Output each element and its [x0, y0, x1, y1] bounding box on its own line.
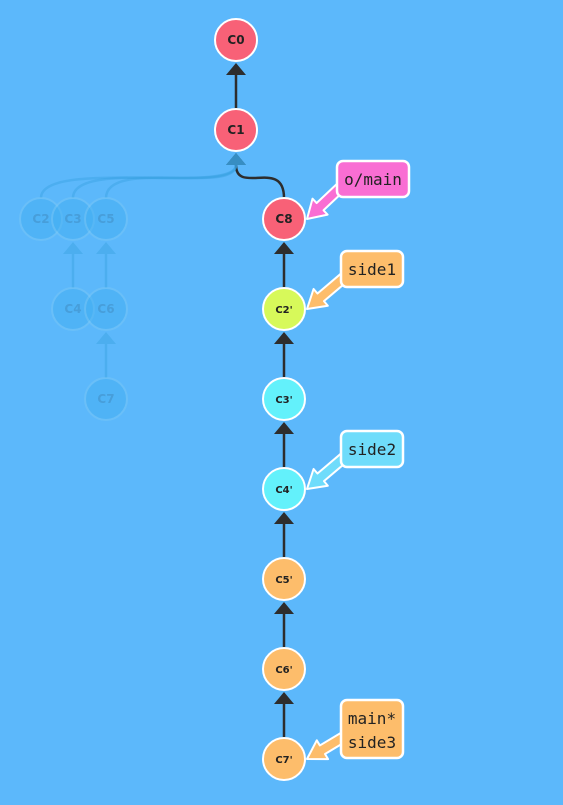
edge-C2-to-C1	[39, 153, 246, 199]
branch-tag-o-main[interactable]: o/main	[306, 159, 411, 220]
commit-circle	[262, 287, 306, 331]
arrowhead-icon	[226, 153, 246, 165]
commit-C2[interactable]: C2	[19, 197, 63, 241]
commit-label: C4	[64, 302, 81, 316]
commit-circle	[262, 557, 306, 601]
edge-C5p-to-C4p	[274, 512, 294, 558]
commit-circle	[262, 467, 306, 511]
commit-label: C2'	[275, 305, 292, 316]
branch-name: side1	[348, 260, 396, 279]
commit-C0[interactable]: C0	[214, 18, 258, 62]
branch-name: side3	[348, 733, 396, 752]
commit-C3[interactable]: C3	[51, 197, 95, 241]
commit-circle	[214, 108, 258, 152]
edge-C4p-to-C3p	[274, 422, 294, 468]
arrowhead-icon	[96, 242, 116, 254]
arrowhead-icon	[274, 422, 294, 434]
commit-circle	[214, 18, 258, 62]
branch-tag-box	[339, 249, 405, 289]
commit-C7[interactable]: C7	[84, 377, 128, 421]
edge-C1-to-C0	[226, 63, 246, 109]
branch-tag-box	[339, 698, 405, 760]
commit-C5p[interactable]: C5'	[262, 557, 306, 601]
arrowhead-icon	[274, 692, 294, 704]
commit-circle	[84, 287, 128, 331]
arrowhead-icon	[226, 63, 246, 75]
commit-label: C4'	[275, 485, 292, 496]
commit-C2p[interactable]: C2'	[262, 287, 306, 331]
commit-circle	[262, 737, 306, 781]
commit-label: C5	[97, 212, 114, 226]
commit-circle	[262, 197, 306, 241]
edge-C3-to-C1	[71, 153, 246, 199]
commit-C7p[interactable]: C7'	[262, 737, 306, 781]
commit-label: C3'	[275, 395, 292, 406]
commit-label: C8	[275, 212, 292, 226]
commit-C1[interactable]: C1	[214, 108, 258, 152]
branch-name: main*	[348, 709, 396, 728]
edge-C7-to-C6	[96, 332, 116, 378]
arrowhead-icon	[226, 153, 246, 165]
edge-C4-to-C3	[63, 242, 83, 288]
commit-label: C3	[64, 212, 81, 226]
edge-line	[39, 164, 238, 199]
arrowhead-icon	[226, 153, 246, 165]
edges	[39, 63, 294, 738]
commit-C6p[interactable]: C6'	[262, 647, 306, 691]
commit-C6[interactable]: C6	[84, 287, 128, 331]
branch-tag-side2[interactable]: side2	[306, 429, 405, 490]
branch-tag-box	[335, 159, 411, 199]
edge-line	[104, 164, 238, 199]
edge-line	[234, 164, 286, 199]
arrowhead-icon	[96, 332, 116, 344]
commit-C8[interactable]: C8	[262, 197, 306, 241]
commit-label: C0	[227, 33, 244, 47]
edge-C2p-to-C8	[274, 242, 294, 288]
branch-name: o/main	[344, 170, 402, 189]
commit-C5[interactable]: C5	[84, 197, 128, 241]
commit-label: C6'	[275, 665, 292, 676]
commit-circle	[84, 197, 128, 241]
commit-circle	[84, 377, 128, 421]
commit-circle	[262, 377, 306, 421]
commit-circle	[51, 197, 95, 241]
arrowhead-icon	[274, 242, 294, 254]
edge-C8-to-C1	[226, 153, 286, 199]
edge-C7p-to-C6p	[274, 692, 294, 738]
commit-label: C6	[97, 302, 114, 316]
commit-label: C7'	[275, 755, 292, 766]
edge-C3p-to-C2p	[274, 332, 294, 378]
arrowhead-icon	[274, 512, 294, 524]
edge-C6-to-C5	[96, 242, 116, 288]
commit-label: C1	[227, 123, 244, 137]
commit-label: C5'	[275, 575, 292, 586]
branch-tags: o/main side1 side2 main* side3	[306, 159, 411, 761]
commit-circle	[262, 647, 306, 691]
arrowhead-icon	[226, 153, 246, 165]
branch-tag-box	[339, 429, 405, 469]
edge-line	[71, 164, 238, 199]
commit-C4p[interactable]: C4'	[262, 467, 306, 511]
commit-C3p[interactable]: C3'	[262, 377, 306, 421]
commit-C4[interactable]: C4	[51, 287, 95, 331]
commit-label: C2	[32, 212, 49, 226]
branch-tag-side1[interactable]: side1	[306, 249, 405, 310]
commit-label: C7	[97, 392, 114, 406]
commit-circle	[51, 287, 95, 331]
edge-C6p-to-C5p	[274, 602, 294, 648]
branch-tag-main-side3[interactable]: main* side3	[306, 698, 405, 761]
commit-circle	[19, 197, 63, 241]
branch-name: side2	[348, 440, 396, 459]
arrowhead-icon	[63, 242, 83, 254]
edge-C5-to-C1	[104, 153, 246, 199]
arrowhead-icon	[274, 332, 294, 344]
arrowhead-icon	[274, 602, 294, 614]
